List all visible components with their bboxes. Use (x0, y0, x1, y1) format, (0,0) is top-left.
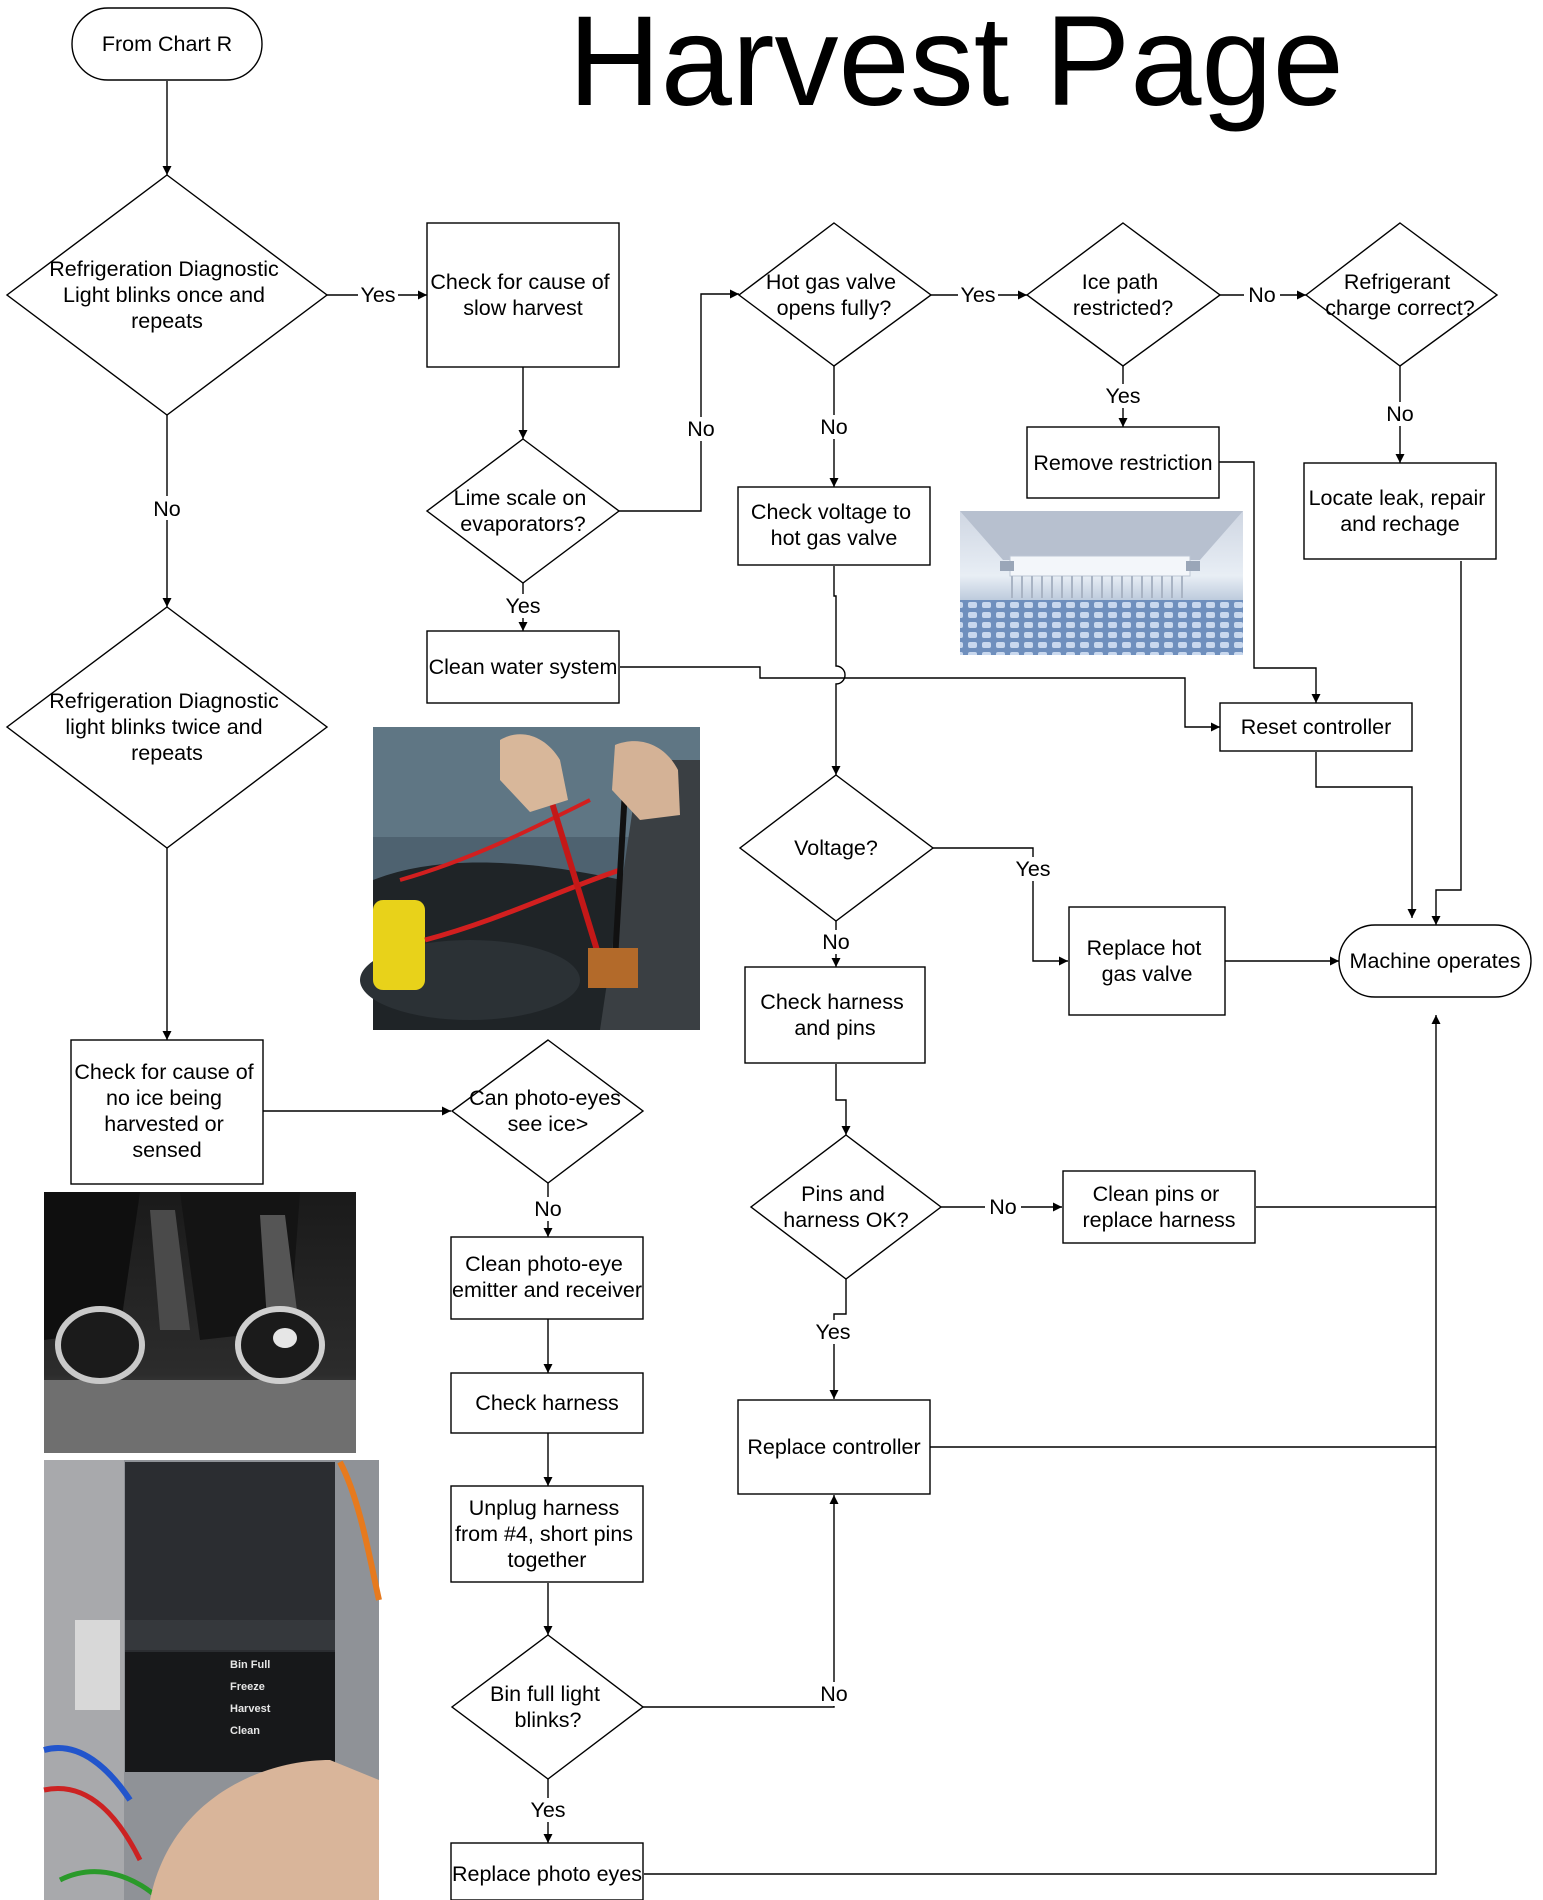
process-check-harness-pins-label: Check harness and pins (760, 990, 909, 1040)
edge-clean-water-to-reset (620, 666, 1220, 732)
end-node-machine-operates (1338, 924, 1532, 998)
decision-photo-eyes (450, 1039, 645, 1184)
edge-lime-no (619, 289, 739, 512)
process-clean-water (426, 630, 620, 704)
label-refrigerant-no: No (1386, 402, 1414, 426)
decision-pins-ok-label: Pins and harness OK? (783, 1182, 909, 1232)
process-replace-controller (737, 1399, 931, 1495)
process-replace-photo-eyes (450, 1842, 644, 1900)
decision-bin-full (450, 1634, 645, 1780)
process-check-slow-harvest (426, 222, 620, 368)
process-clean-pins (1062, 1170, 1256, 1244)
edge-labels: Yes No No Yes Yes No No Yes No Yes No No… (149, 283, 1418, 1822)
process-reset-controller-label: Reset controller (1241, 715, 1392, 739)
decision-pins-ok (749, 1134, 943, 1280)
process-check-voltage (737, 486, 931, 566)
page-title: Harvest Page (568, 0, 1344, 133)
decision-blinks-twice (5, 606, 329, 849)
decision-refrigerant-label: Refrigerant charge correct? (1325, 270, 1474, 320)
start-node-label: From Chart R (102, 32, 232, 56)
label-ice-path-no: No (1248, 283, 1276, 307)
edge-pins-ok-yes (829, 1279, 847, 1399)
process-check-no-ice-label: Check for cause of no ice being harveste… (74, 1060, 259, 1162)
label-blinks-once-no: No (153, 497, 181, 521)
end-node-machine-operates-label: Machine operates (1350, 949, 1521, 973)
decision-ice-path-label: Ice path restricted? (1073, 270, 1173, 320)
edge-leak-to-machine (1431, 561, 1462, 925)
evaporator-photo (960, 511, 1243, 655)
process-remove-restriction (1026, 426, 1220, 499)
label-bin-full-no: No (820, 1682, 848, 1706)
decision-blinks-once-label: Refrigeration Diagnostic Light blinks on… (49, 257, 284, 333)
nodes: From Chart R Refrigeration Diagnostic Li… (5, 7, 1532, 1900)
process-replace-controller-label: Replace controller (747, 1435, 920, 1459)
edge-remove-to-reset (1219, 461, 1321, 703)
process-reset-controller (1219, 702, 1413, 752)
label-hot-gas-yes: Yes (960, 283, 995, 307)
label-lime-yes: Yes (505, 594, 540, 618)
decision-voltage-label: Voltage? (794, 836, 878, 860)
edge-check-voltage-to-voltage (831, 566, 846, 775)
controller-label-harvest: Harvest (230, 1703, 271, 1715)
decision-lime-scale-label: Lime scale on evaporators? (454, 486, 593, 536)
decision-lime-scale (425, 438, 621, 584)
label-hot-gas-no: No (820, 415, 848, 439)
label-voltage-yes: Yes (1015, 857, 1050, 881)
meter-probe-photo (360, 727, 700, 1030)
process-check-slow-harvest-label: Check for cause of slow harvest (430, 270, 615, 320)
photo-eye-photo (44, 1192, 356, 1453)
label-ice-path-yes: Yes (1105, 384, 1140, 408)
decision-bin-full-label: Bin full light blinks? (490, 1682, 606, 1732)
process-clean-water-label: Clean water system (429, 655, 618, 679)
process-unplug-harness (450, 1485, 644, 1583)
process-remove-restriction-label: Remove restriction (1033, 451, 1212, 475)
label-lime-no: No (687, 417, 715, 441)
decision-hot-gas-opens (737, 222, 933, 367)
controller-photo: Bin Full Freeze Harvest Clean (43, 1460, 382, 1900)
decision-blinks-once (5, 174, 329, 416)
decision-refrigerant (1304, 222, 1499, 367)
label-voltage-no: No (822, 930, 850, 954)
edge-bin-full-no (643, 1495, 839, 1708)
edge-voltage-yes (933, 847, 1068, 966)
process-check-harness-pins (744, 966, 926, 1064)
process-clean-photo-eye-label: Clean photo-eye emitter and receiver (452, 1252, 642, 1302)
start-node (71, 7, 263, 81)
process-unplug-harness-label: Unplug harness from #4, short pins toget… (455, 1496, 639, 1572)
process-check-harness-label: Check harness (475, 1391, 618, 1415)
controller-label-bin-full: Bin Full (230, 1659, 270, 1671)
process-clean-photo-eye (450, 1236, 644, 1320)
process-clean-pins-label: Clean pins or replace harness (1083, 1182, 1236, 1232)
decision-blinks-twice-label: Refrigeration Diagnostic light blinks tw… (49, 689, 284, 765)
process-locate-leak (1303, 462, 1497, 560)
edge-replace-photo-to-machine (644, 1015, 1441, 1875)
process-check-harness (450, 1372, 644, 1434)
process-check-voltage-label: Check voltage to hot gas valve (751, 500, 917, 550)
process-replace-hot-gas-label: Replace hot gas valve (1087, 936, 1208, 986)
process-locate-leak-label: Locate leak, repair and rechage (1309, 486, 1492, 536)
edge-harness-pins-to-pins-ok (835, 1064, 851, 1135)
label-bin-full-yes: Yes (530, 1798, 565, 1822)
edges (162, 81, 1462, 1875)
controller-label-clean: Clean (230, 1725, 260, 1737)
label-pins-ok-no: No (989, 1195, 1017, 1219)
label-pins-ok-yes: Yes (815, 1320, 850, 1344)
label-photo-eyes-no: No (534, 1197, 562, 1221)
process-check-no-ice (70, 1039, 264, 1185)
controller-label-freeze: Freeze (230, 1681, 265, 1693)
edge-reset-to-machine (1315, 752, 1417, 918)
decision-ice-path (1025, 222, 1222, 367)
label-blinks-once-yes: Yes (360, 283, 395, 307)
decision-photo-eyes-label: Can photo-eyes see ice> (469, 1086, 627, 1136)
process-replace-hot-gas (1068, 906, 1226, 1016)
decision-voltage (738, 774, 935, 922)
decision-hot-gas-opens-label: Hot gas valve opens fully? (766, 270, 902, 320)
process-replace-photo-eyes-label: Replace photo eyes (452, 1862, 642, 1886)
